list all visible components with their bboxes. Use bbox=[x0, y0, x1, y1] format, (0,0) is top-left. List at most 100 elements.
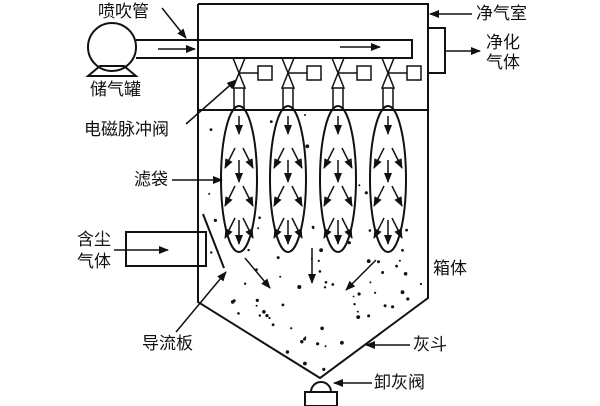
dust-particle bbox=[356, 315, 361, 319]
leader-arrows bbox=[161, 7, 472, 387]
label-clean-gas-2: 气体 bbox=[486, 53, 520, 73]
blow-pipe bbox=[136, 39, 413, 59]
dust-particle bbox=[366, 259, 371, 263]
dust-particle bbox=[323, 286, 327, 289]
dust-particle bbox=[268, 316, 271, 320]
discharge-valve bbox=[304, 381, 338, 406]
label-filter-bag: 滤袋 bbox=[134, 170, 168, 190]
dust-particle bbox=[383, 304, 387, 308]
valve-body bbox=[280, 57, 296, 89]
airflow-arrow bbox=[291, 185, 303, 207]
airflow-arrow bbox=[273, 147, 285, 169]
dust-particle bbox=[395, 264, 398, 268]
airflow-arrow bbox=[273, 185, 285, 207]
dust-particle bbox=[210, 251, 213, 254]
airflow-arrow bbox=[242, 147, 254, 169]
pulse-valve-4 bbox=[380, 57, 422, 108]
flow-arrows bbox=[244, 248, 377, 291]
dust-particle bbox=[262, 310, 266, 314]
dust-particle bbox=[391, 305, 395, 309]
dust-particle bbox=[405, 228, 408, 232]
solenoid-box bbox=[306, 65, 322, 81]
filter-bags bbox=[220, 57, 422, 253]
dust-particle bbox=[265, 314, 269, 318]
airflow-arrow bbox=[373, 185, 385, 207]
dust-particle bbox=[317, 259, 320, 262]
dust-particle bbox=[331, 283, 335, 286]
dust-particle bbox=[310, 257, 313, 260]
airflow-arrow bbox=[391, 217, 403, 239]
bag-outline bbox=[319, 105, 357, 253]
dust-particle bbox=[297, 285, 302, 289]
airflow-arrow bbox=[323, 185, 335, 207]
label-gas-tank: 储气罐 bbox=[90, 80, 141, 100]
dust-particle bbox=[213, 218, 217, 222]
airflow-arrow bbox=[341, 217, 353, 239]
dust-particle bbox=[347, 241, 351, 245]
dust-particle bbox=[269, 120, 273, 123]
pulse-valve-1 bbox=[231, 57, 273, 108]
dust-particles bbox=[208, 114, 422, 371]
filter-bag-4 bbox=[369, 105, 407, 253]
label-ash-hopper: 灰斗 bbox=[413, 335, 447, 355]
filter-bag-3 bbox=[319, 105, 357, 253]
dust-particle bbox=[403, 272, 408, 276]
dust-particle bbox=[304, 336, 307, 339]
gas-tank bbox=[85, 22, 139, 77]
airflow-arrow bbox=[224, 147, 236, 169]
dust-particle bbox=[364, 191, 368, 195]
dust-particle bbox=[369, 281, 372, 284]
airflow-arrow bbox=[373, 147, 385, 169]
dust-particle bbox=[279, 275, 282, 278]
label-discharge-valve: 卸灰阀 bbox=[374, 373, 425, 393]
label-dusty-gas-2: 气体 bbox=[77, 252, 111, 272]
dust-particle bbox=[406, 297, 410, 301]
airflow-arrow bbox=[391, 147, 403, 169]
dust-particle bbox=[300, 340, 304, 344]
dust-particle bbox=[367, 314, 371, 318]
dust-particle bbox=[353, 303, 356, 306]
airflow-arrow bbox=[323, 217, 335, 239]
filter-bag-2 bbox=[269, 105, 307, 253]
dust-particle bbox=[352, 295, 355, 298]
airflow-arrow bbox=[291, 217, 303, 239]
dust-particle bbox=[276, 256, 280, 260]
label-box-body: 箱体 bbox=[433, 259, 467, 279]
pulse-valve-3 bbox=[330, 57, 372, 108]
bag-outline bbox=[269, 105, 307, 253]
dust-particle bbox=[324, 345, 327, 348]
dust-particle bbox=[316, 342, 320, 346]
dust-particle bbox=[255, 298, 259, 302]
dust-particle bbox=[285, 350, 290, 354]
dust-particle bbox=[356, 310, 359, 313]
dust-particle bbox=[255, 304, 258, 307]
dust-particle bbox=[232, 299, 236, 303]
dust-particle bbox=[247, 248, 250, 252]
valve-body bbox=[330, 57, 346, 89]
airflow-arrow bbox=[242, 185, 254, 207]
dust-particle bbox=[400, 290, 405, 295]
dust-particle bbox=[368, 229, 372, 232]
dust-particle bbox=[381, 271, 385, 274]
dust-particle bbox=[305, 144, 310, 149]
label-clean-chamber: 净气室 bbox=[476, 4, 527, 24]
dust-particle bbox=[319, 248, 323, 253]
airflow-arrow bbox=[341, 147, 353, 169]
dust-particle bbox=[271, 323, 275, 327]
dust-particle bbox=[419, 282, 422, 286]
solenoid-box bbox=[406, 65, 422, 81]
dust-particle bbox=[258, 216, 261, 219]
airflow-arrow bbox=[391, 185, 403, 207]
dust-particle bbox=[318, 270, 322, 273]
dust-particle bbox=[357, 292, 361, 296]
label-baffle: 导流板 bbox=[142, 334, 193, 354]
dust-particle bbox=[208, 192, 211, 195]
dust-particle bbox=[281, 303, 285, 307]
dust-particle bbox=[243, 282, 247, 285]
dust-particle bbox=[324, 281, 328, 284]
airflow-arrow bbox=[224, 217, 236, 239]
dust-particle bbox=[377, 260, 380, 264]
airflow-arrow bbox=[341, 185, 353, 207]
airflow-arrow bbox=[323, 147, 335, 169]
